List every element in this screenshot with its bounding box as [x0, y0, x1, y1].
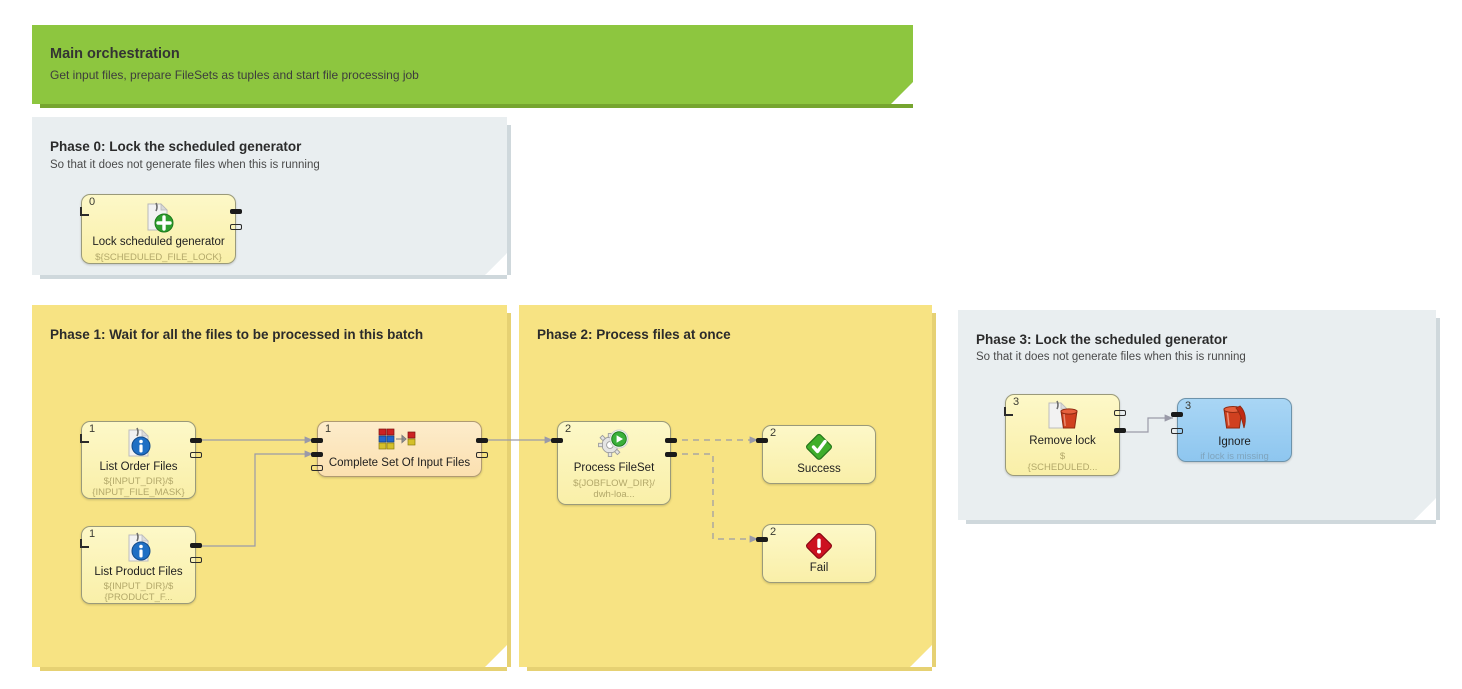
header-subtitle: Get input files, prepare FileSets as tup…: [50, 68, 419, 82]
node-ignore[interactable]: 3 Ignore if lock is missing: [1171, 398, 1292, 462]
node-fail[interactable]: 2 Fail: [756, 524, 876, 583]
phase-3-fold-white: [1414, 498, 1436, 520]
node-index-badge: 3: [1013, 396, 1020, 408]
node-index-badge: 1: [89, 423, 96, 435]
node-sublabel-line2: {SCHEDULED...: [1027, 462, 1098, 473]
node-success[interactable]: 2 Success: [756, 425, 876, 484]
output-port-1[interactable]: [190, 438, 202, 443]
node-label: Lock scheduled generator: [92, 236, 225, 248]
node-sublabel-line1: ${INPUT_DIR}/$: [103, 581, 174, 592]
node-label: Process FileSet: [573, 462, 655, 474]
node-sublabel-line2: {INPUT_FILE_MASK}: [92, 487, 185, 498]
header-background: [32, 25, 913, 104]
node-input-bracket: [80, 539, 89, 548]
main-orchestration-header[interactable]: Main orchestration Get input files, prep…: [32, 25, 913, 108]
output-port-2[interactable]: [665, 452, 677, 457]
node-label: Ignore: [1218, 436, 1251, 448]
output-port-1[interactable]: [1114, 410, 1126, 416]
document-add-icon: [82, 202, 235, 234]
node-index-badge: 0: [89, 196, 96, 208]
node-input-bracket: [1004, 407, 1013, 416]
header-title: Main orchestration: [50, 46, 180, 62]
phase-3-subtitle: So that it does not generate files when …: [976, 351, 1246, 363]
input-port-2[interactable]: [1171, 428, 1183, 434]
phase-0-fold-white: [485, 253, 507, 275]
phase-0-shadow-right: [507, 125, 511, 275]
output-port-2[interactable]: [190, 557, 202, 563]
phase-0-subtitle: So that it does not generate files when …: [50, 159, 320, 171]
output-port-2[interactable]: [476, 452, 488, 458]
output-port-1[interactable]: [665, 438, 677, 443]
header-fold-white: [891, 82, 913, 104]
delete-bucket-icon: [1178, 403, 1291, 433]
document-info-icon: [82, 532, 195, 564]
header-shadow: [40, 104, 913, 108]
node-sublabel: ${SCHEDULED_FILE_LOCK}: [95, 252, 222, 263]
input-port-3[interactable]: [311, 465, 323, 471]
node-list-order-files[interactable]: 1 List Order Files ${INPUT_DIR}/$ {INPUT…: [80, 421, 202, 499]
node-label: List Product Files: [94, 566, 183, 578]
node-label: Fail: [809, 562, 829, 574]
output-port-2[interactable]: [190, 452, 202, 458]
node-label: Remove lock: [1029, 435, 1096, 447]
node-label: List Order Files: [99, 461, 178, 473]
output-port-1[interactable]: [476, 438, 488, 443]
phase-1-shadow-right: [507, 313, 511, 667]
phase-3-shadow-right: [1436, 318, 1440, 520]
red-exclamation-diamond-icon: [763, 532, 875, 560]
phase-2-shadow-right: [932, 313, 936, 667]
node-input-bracket: [80, 207, 89, 216]
phase-2-fold-white: [910, 645, 932, 667]
phase-3-title: Phase 3: Lock the scheduled generator: [976, 332, 1228, 347]
node-sublabel-line2: dwh-loa...: [593, 489, 635, 500]
node-index-badge: 2: [565, 423, 572, 435]
node-sublabel: if lock is missing: [1200, 451, 1269, 462]
node-sublabel-line1: ${JOBFLOW_DIR}/: [573, 478, 655, 489]
document-delete-icon: [1006, 400, 1119, 432]
output-port-1[interactable]: [190, 543, 202, 548]
node-list-product-files[interactable]: 1 List Product Files ${INPUT_DIR}/$ {PRO…: [80, 526, 202, 604]
node-lock-scheduled-generator[interactable]: 0 Lock scheduled generator ${SCHEDULED_F…: [80, 194, 242, 264]
node-index-badge: 1: [89, 528, 96, 540]
input-port-2[interactable]: [311, 452, 323, 457]
document-info-icon: [82, 427, 195, 459]
node-index-badge: 1: [325, 423, 332, 435]
phase-2-shadow-bottom: [527, 667, 932, 671]
output-port-2[interactable]: [230, 224, 242, 230]
phase-3-shadow-bottom: [966, 520, 1436, 524]
input-port-1[interactable]: [551, 438, 563, 443]
merge-tuples-icon: [318, 428, 481, 452]
phase-1-shadow-bottom: [40, 667, 507, 671]
gear-play-icon: [558, 427, 670, 459]
node-sublabel-line1: $: [1059, 451, 1066, 462]
input-port-1[interactable]: [756, 438, 768, 443]
phase-1-title: Phase 1: Wait for all the files to be pr…: [50, 327, 424, 342]
phase-0-title: Phase 0: Lock the scheduled generator: [50, 139, 302, 154]
node-sublabel-line2: {PRODUCT_F...: [104, 592, 173, 603]
input-port-1[interactable]: [1171, 412, 1183, 417]
node-index-badge: 2: [770, 526, 777, 538]
node-process-fileset[interactable]: 2 Process FileSet ${JO: [551, 421, 677, 505]
green-check-diamond-icon: [763, 433, 875, 461]
node-complete-set-of-input-files[interactable]: 1 Complete Set Of Input Files: [311, 421, 488, 477]
node-label: Complete Set Of Input Files: [328, 457, 471, 469]
input-port-1[interactable]: [311, 438, 323, 443]
phase-1-fold-white: [485, 645, 507, 667]
node-index-badge: 3: [1185, 400, 1192, 412]
input-port-1[interactable]: [756, 537, 768, 542]
node-input-bracket: [80, 434, 89, 443]
node-label: Success: [797, 463, 841, 475]
output-port-2[interactable]: [1114, 428, 1126, 433]
phase-2-title: Phase 2: Process files at once: [537, 327, 731, 342]
output-port-1[interactable]: [230, 209, 242, 214]
node-sublabel-line1: ${INPUT_DIR}/$: [103, 476, 174, 487]
node-remove-lock[interactable]: 3 Remove lock $ {SCHEDULED...: [1004, 394, 1126, 476]
node-index-badge: 2: [770, 427, 777, 439]
phase-0-shadow-bottom: [40, 275, 507, 279]
